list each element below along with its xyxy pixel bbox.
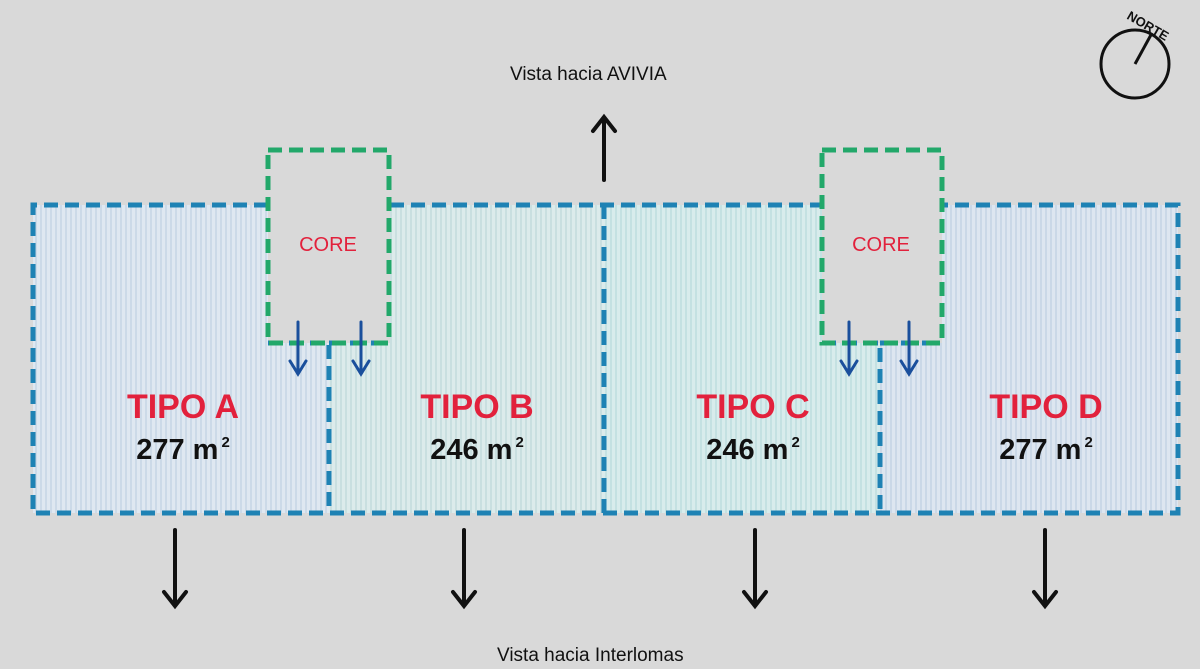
entry-arrow-b [351, 320, 371, 377]
view-arrow-down-c [742, 528, 768, 610]
unit-type-c: TIPO C [696, 388, 810, 426]
core-right [819, 147, 945, 346]
entry-arrows [288, 320, 919, 377]
unit-type-d: TIPO D [989, 388, 1103, 426]
view-arrow-down-d [1032, 528, 1058, 610]
core-left [265, 147, 392, 346]
view-label-top: Vista hacia AVIVIA [510, 64, 667, 85]
view-arrows [162, 113, 1058, 610]
entry-arrow-a [288, 320, 308, 377]
view-arrow-down-b [451, 528, 477, 610]
unit-c-area [604, 205, 880, 513]
unit-type-b: TIPO B [420, 388, 534, 426]
unit-type-a: TIPO A [126, 388, 240, 426]
unit-a-area [33, 205, 329, 513]
view-arrow-down-a [162, 528, 188, 610]
view-arrow-up [591, 113, 617, 182]
unit-d-area [880, 205, 1178, 513]
core-label-right: CORE [852, 234, 910, 256]
entry-arrow-c [839, 320, 859, 377]
unit-b-area [329, 205, 604, 513]
core-label-left: CORE [299, 234, 357, 256]
view-label-bottom: Vista hacia Interlomas [497, 645, 684, 666]
entry-arrow-d [899, 320, 919, 377]
north-compass-icon [1099, 28, 1171, 100]
